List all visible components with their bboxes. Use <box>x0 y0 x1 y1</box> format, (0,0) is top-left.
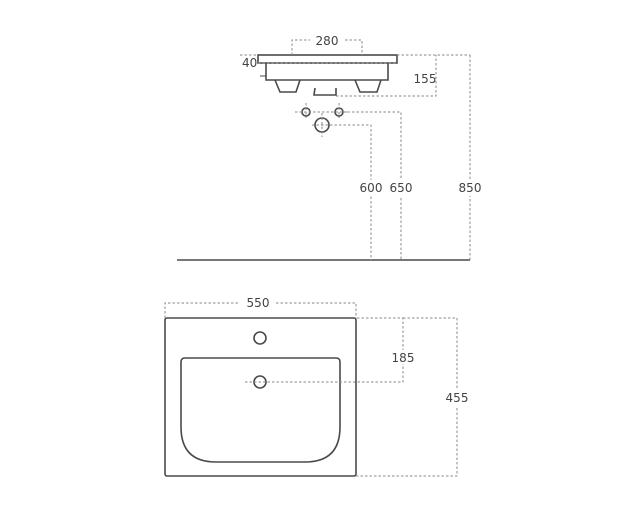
dim-455-label: 455 <box>446 391 469 405</box>
basin-underside <box>274 79 382 96</box>
dim-650-label: 650 <box>390 181 413 195</box>
dim-155-line <box>336 54 470 97</box>
sink-outline <box>164 317 357 477</box>
height-dim-lines <box>330 55 471 260</box>
basin-body <box>265 63 389 81</box>
top-view: 550 185 455 <box>164 296 471 477</box>
dim-185-455-lines <box>245 317 458 477</box>
bowl-outline <box>180 357 341 463</box>
dim-550-line <box>164 302 357 318</box>
dim-280-label: 280 <box>316 34 339 48</box>
basin-rim <box>257 54 398 64</box>
dim-280-line <box>291 39 363 55</box>
dim-40-label: 40 <box>242 56 257 70</box>
dim-155-label: 155 <box>414 72 437 86</box>
dim-185-label: 185 <box>392 351 415 365</box>
tap-hole <box>253 331 267 345</box>
side-view: 280 40 155 600 650 850 <box>177 33 483 261</box>
dim-850-label: 850 <box>459 181 482 195</box>
dim-550-label: 550 <box>247 296 270 310</box>
dim-600-label: 600 <box>360 181 383 195</box>
